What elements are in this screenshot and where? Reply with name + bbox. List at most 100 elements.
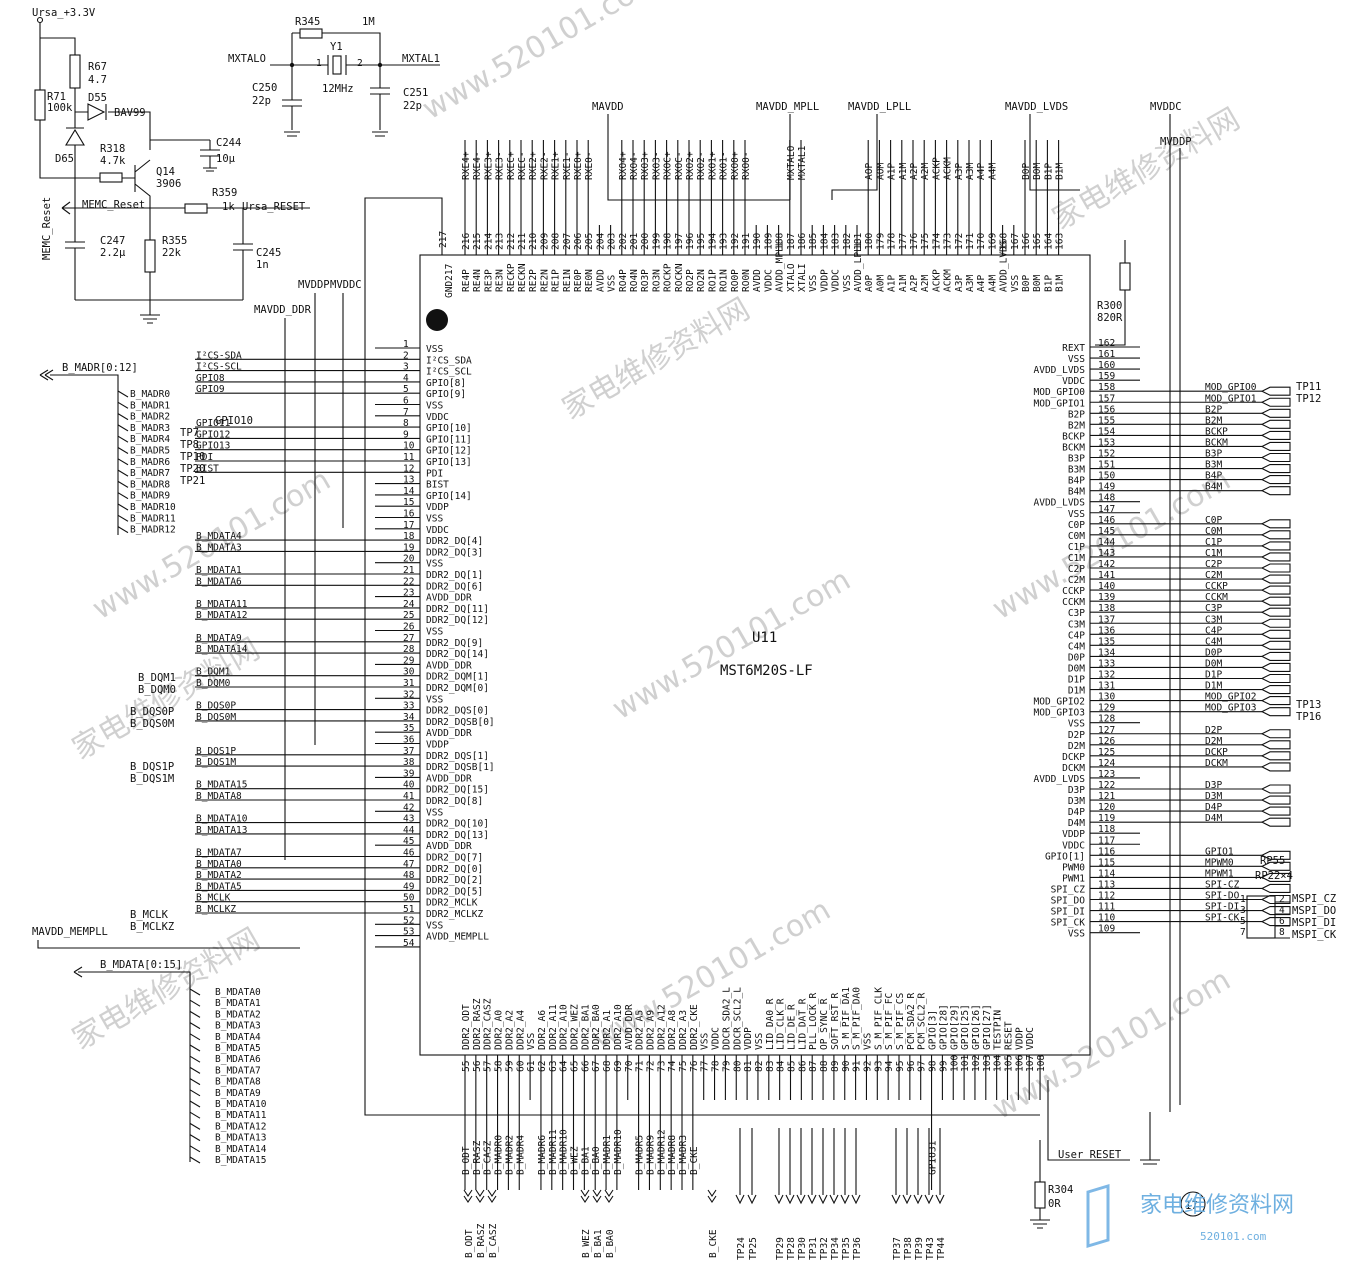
bus-entry [189,1145,201,1153]
pin-number: 88 [819,1060,830,1072]
pin-signal: DDR2_BA0 [591,1004,602,1050]
pin-number: 192 [730,233,741,250]
net-label: SPI-CK [1205,913,1240,924]
testpoint-icon [807,1194,817,1205]
net-label: B_MDATA1 [196,565,242,576]
net-label: C4M [1205,636,1222,647]
port-icon [1260,464,1291,474]
pin-number: 74 [667,1060,678,1072]
testpoint-label: TP31 [808,1237,819,1260]
pin-number: 10 [403,441,415,452]
pin-number: 142 [1098,559,1115,570]
pin-signal: VSS [1068,929,1085,940]
pin-number: 154 [1098,426,1115,437]
pin-signal: PCM_SDA2_R [906,993,917,1050]
port-icon [1260,419,1291,429]
resistor-network-rp55 [1246,895,1276,939]
pin-number: 213 [495,233,506,250]
pin-number: 173 [943,233,954,250]
pin-number: 144 [1098,537,1115,548]
pin-number: 56 [472,1060,483,1072]
pin-signal: VDDP [426,502,449,513]
pin-number: 155 [1098,415,1115,426]
pin-number: 60 [515,1060,526,1072]
pin-signal: RO0N [741,269,752,292]
port-icon [1260,751,1291,761]
pin-signal: GPIO[10] [426,423,472,434]
tp10-label: TP10 [180,451,205,463]
pin-signal: D0P [1068,652,1085,663]
pin-number: 49 [403,881,415,892]
pin-number: 62 [537,1061,548,1072]
pin-number: 41 [403,791,415,802]
pin-number: 128 [1098,714,1115,725]
pin-number: 68 [602,1060,613,1072]
chip-body [419,254,1091,1056]
net-label: B_MADR6 [537,1135,548,1175]
pin-number: 38 [403,757,415,768]
pin-number: 127 [1098,725,1115,736]
net-label: B_MADR9 [645,1135,656,1175]
net-label: B_MADR1 [602,1135,613,1175]
bottom-extras: User_RESET R304 0R 17 家电维修资料网 520101.com [1030,1080,1294,1249]
net-label: PDI [196,452,213,463]
net-label: RXO2+ [685,151,696,180]
pin-signal: RO2P [685,269,696,292]
net-label: D3M [1205,791,1222,802]
port-icon [592,1189,602,1203]
net-label: B4P [1205,471,1222,482]
bus-member: B_MADR7 [130,468,170,479]
pin-signal: VSS [1068,354,1085,365]
pin-signal: B4P [1068,476,1085,487]
pin-number: 102 [971,1055,982,1072]
pin-signal: VDDC [831,269,842,292]
net-label: MPWM1 [1205,868,1234,879]
tp20-label: TP20 [180,463,205,475]
pin-number: 14 [403,486,415,497]
pin-number: 153 [1098,437,1115,448]
pin-signal: DDR2_DQ[0] [426,864,483,875]
bus-member: B_MDATA10 [215,1099,267,1110]
net-label: A3M [965,163,976,180]
net-label: A2M [920,163,931,180]
net-label: GPIO31 [928,1140,939,1175]
pin-number: 43 [403,814,414,825]
net-label: RXO3- [651,151,662,180]
pin-signal: RO2N [696,269,707,292]
gnd-pin-label: GND217 [444,264,455,298]
pin-signal: VDDP [1062,829,1085,840]
wire [39,22,76,150]
pin-signal: CCKP [1062,586,1085,597]
bus-port-icon [73,966,83,978]
net-label: ACKP [931,157,942,180]
r300-value: 820R [1097,312,1123,324]
pin-number: 189 [763,233,774,250]
bus-member: B_MADR4 [130,434,170,445]
wire [75,111,210,150]
pin-signal: VDDC [1062,376,1085,387]
pin-number: 206 [573,233,584,250]
pin-signal: A4P [976,275,987,292]
testpoint-label: TP37 [892,1237,903,1260]
pin-number: 123 [1098,769,1115,780]
memc-reset-port: MEMC_Reset [41,197,53,260]
pin-signal: AVDD_MPLL [775,240,786,292]
pin-number: 27 [403,633,414,644]
port-icon [1260,475,1291,485]
rail-mavdd-lvds: MAVDD_LVDS [1005,101,1068,113]
pin-signal: MOD_GPIO2 [1034,697,1085,708]
rp-pin: 4 [1279,905,1285,916]
pin-signal: VSS [426,807,443,818]
q14-value: 3906 [156,178,181,190]
net-label: B_MDATA12 [196,610,247,621]
pin-signal: SOFT_RST_R [830,993,841,1050]
net-label: B_MDATA5 [196,881,242,892]
net-label: BCKM [1205,437,1228,448]
net-label: RXE0- [584,151,595,180]
pin-number: 184 [819,233,830,250]
pin-signal: DCKM [1062,763,1085,774]
pin-number: 188 [775,233,786,250]
pin-signal: SPI_DI [1051,907,1085,918]
c245-ref: C245 [256,247,281,259]
bus-entry [189,1100,201,1108]
